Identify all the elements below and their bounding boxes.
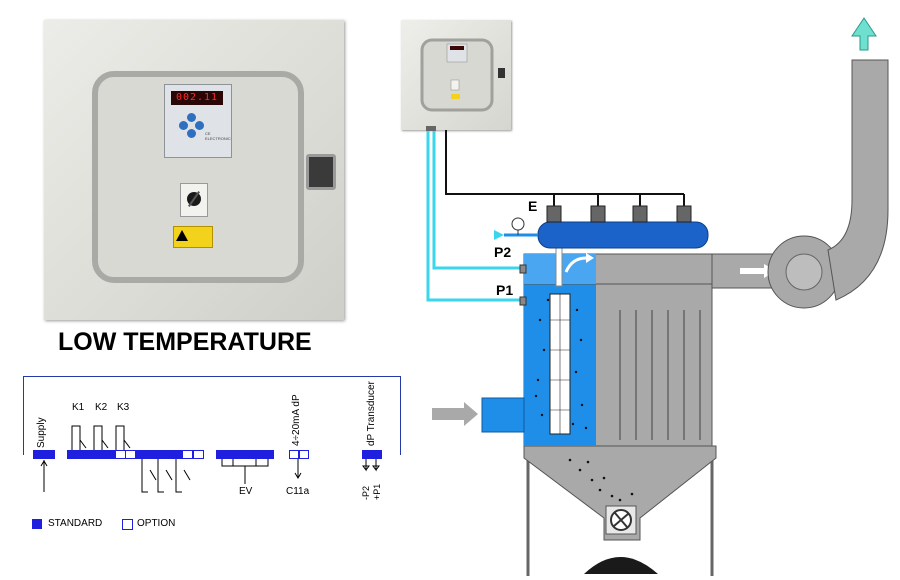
solenoid-valve [590,205,606,223]
terminal-relay-common [67,450,115,459]
terminal-transducer [362,450,382,459]
clean-air-arrow-icon [564,256,587,273]
small-switch [450,79,460,91]
dust-pile [584,557,658,574]
terminal-supply [33,450,55,459]
terminal-option [193,450,204,459]
legend-standard-swatch [32,519,42,529]
small-controller-display [450,46,464,50]
wiring-frame [23,376,401,455]
controller-display: 002.11 [171,91,223,105]
label-k2: K2 [95,402,108,413]
terminal-option [182,450,193,459]
small-panel-door [420,38,494,112]
inlet-duct [481,397,525,433]
label-p2: P2 [494,244,512,260]
outlet-arrow-icon [740,264,776,278]
small-handle [498,68,505,78]
terminal-option [125,450,136,459]
door-lock-handle [306,154,336,190]
key-up-icon [187,113,196,122]
label-p1: P1 [496,282,514,298]
solenoid-valve [676,205,692,223]
legend-standard-label: STANDARD [48,518,103,529]
label-e: E [528,198,538,214]
inlet-arrow-icon [432,402,478,426]
key-left-icon [179,121,188,130]
label-k1: K1 [72,402,85,413]
solenoid-valve [632,205,648,223]
warning-label [173,226,213,248]
legend-option-label: OPTION [137,518,176,529]
terminal-relay-contacts [136,450,182,459]
label-k3: K3 [117,402,130,413]
main-switch [180,183,208,217]
valve-cable [445,130,684,195]
exhaust-arrow-icon [851,17,877,51]
key-right-icon [195,121,204,130]
caption-low-temperature: LOW TEMPERATURE [58,328,312,356]
terminal-analog [299,450,309,459]
controller-brand: CE ELECTRONIC [205,131,231,141]
pressure-pipe-p2 [432,128,524,270]
label-ev: EV [239,486,253,497]
controller-unit: 002.11 CE ELECTRONIC [164,84,232,158]
key-down-icon [187,129,196,138]
solenoid-valve [546,205,562,223]
exhaust-stack [827,59,889,301]
air-inlet-arrow-icon [494,230,504,240]
hopper [523,445,717,541]
pressure-gauge-icon [511,217,525,231]
label-c11a: C11a [286,486,310,497]
air-tank [537,221,709,249]
keypad [179,113,205,139]
warning-icon [176,230,188,241]
terminal-analog [289,450,299,459]
pressure-pipe-p1 [426,128,524,302]
small-warning [451,94,460,99]
terminal-ev [216,450,274,459]
legend-option-swatch [122,519,133,530]
